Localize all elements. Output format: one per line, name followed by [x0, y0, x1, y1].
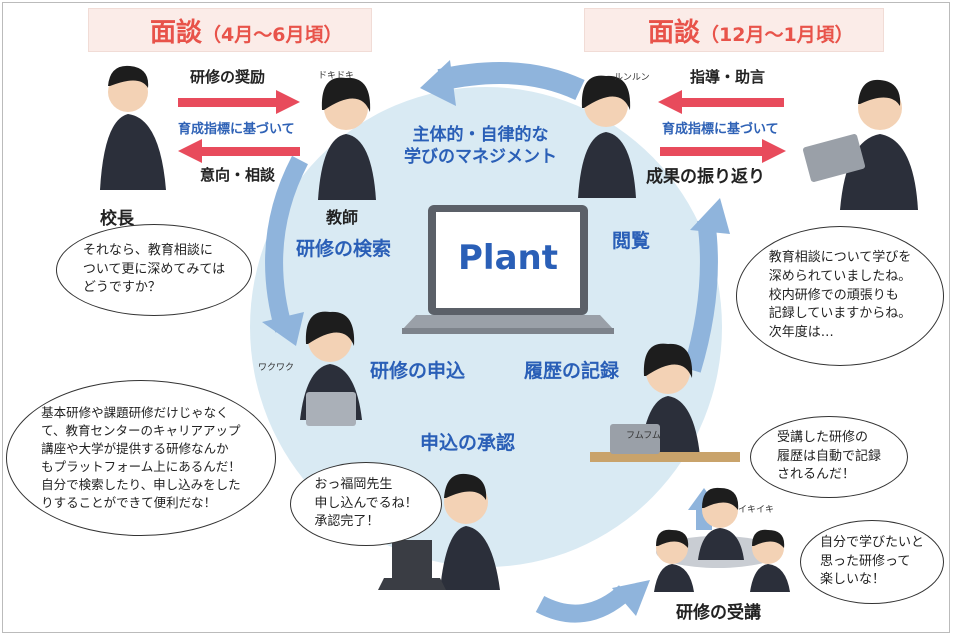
label-management: 主体的・自律的な 学びのマネジメント: [404, 125, 557, 168]
right-arrow-top-head: [658, 90, 682, 114]
approver-figure: [378, 473, 500, 590]
cycle-arrow-top: [437, 61, 585, 101]
label-teacher: 教師: [326, 208, 359, 227]
right-arrow-bottom-head: [762, 139, 786, 163]
left-arrow-bottom-head: [178, 139, 202, 163]
right-title-box: [584, 8, 884, 52]
cycle-arrow-bottom: [535, 585, 632, 623]
teacher-figure-left: [318, 77, 376, 200]
label-approve: 申込の承認: [420, 432, 516, 454]
label-search: 研修の検索: [296, 238, 392, 260]
feeling-wakuwaku: ワクワク: [258, 363, 295, 373]
right-arrow-bottom-shaft: [660, 147, 764, 156]
bubble-approver: おっ福岡先生 申し込んでるね！ 承認完了！: [290, 462, 442, 546]
cycle-arrow-left-head: [262, 312, 304, 346]
label-consultation: 意向・相談: [200, 166, 276, 184]
right-arrow-top-shaft: [680, 98, 784, 107]
label-browse: 閲覧: [612, 230, 651, 252]
platform-name: Plant: [458, 238, 558, 278]
feeling-ikiiki: イキイキ: [738, 505, 775, 515]
bubble-record: 受講した研修の 履歴は自動で記録 されるんだ！: [750, 416, 908, 498]
left-title-main: 面談: [150, 18, 203, 48]
label-encouragement: 研修の奨励: [190, 68, 266, 86]
laptop-illustration: [402, 205, 614, 334]
label-apply: 研修の申込: [370, 360, 466, 382]
left-arrow-bottom-shaft: [200, 147, 300, 156]
left-arrow-top-head: [276, 90, 300, 114]
right-title: 面談（12月～1月頃）: [648, 12, 854, 49]
principal-figure: [100, 65, 166, 190]
left-title-box: [88, 8, 372, 52]
bubble-principal: それなら、教育相談に ついて更に深めてみては どうですか？: [56, 224, 252, 316]
label-principal: 校長: [100, 209, 134, 229]
teacher-figure-record: [590, 343, 740, 462]
feeling-fumufumu: フムフム: [626, 431, 661, 441]
cycle-arrow-top-head: [420, 60, 456, 106]
feeling-dokidoki: ドキドキ: [318, 71, 355, 81]
bubble-teacher-search: 基本研修や課題研修だけじゃなく て、教育センターのキャリアアップ 講座や大学が提…: [6, 380, 276, 536]
right-title-period: （12月～1月頃）: [700, 24, 854, 46]
cycle-arrow-right-head: [690, 198, 730, 234]
bubble-attend: 自分で学びたいと 思った研修って 楽しいな！: [800, 520, 944, 604]
right-title-main: 面談: [648, 18, 701, 48]
label-guidance: 指導・助言: [690, 68, 766, 86]
attendee-group: [654, 487, 790, 592]
label-reflection: 成果の振り返り: [646, 167, 765, 187]
label-indicator-left: 育成指標に基づいて: [178, 122, 295, 137]
evaluator-figure: [802, 79, 918, 210]
teacher-figure-apply: [300, 311, 362, 426]
cycle-arrow-bottom-head: [612, 580, 650, 616]
teacher-figure-right: [578, 75, 636, 198]
left-title-period: （4月～6月頃）: [202, 24, 343, 46]
label-record: 履歴の記録: [524, 360, 620, 382]
label-indicator-right: 育成指標に基づいて: [662, 122, 779, 137]
feeling-runrun: ルンルン: [614, 73, 650, 83]
cycle-arrow-left: [265, 155, 308, 333]
bubble-feedback: 教育相談について学びを 深められていましたね。 校内研修での頑張りも 記録してい…: [736, 226, 944, 366]
cycle-arrow-right: [683, 218, 718, 373]
label-attend: 研修の受講: [676, 603, 761, 623]
left-arrow-top-shaft: [178, 98, 278, 107]
left-title: 面談（4月～6月頃）: [150, 12, 342, 49]
